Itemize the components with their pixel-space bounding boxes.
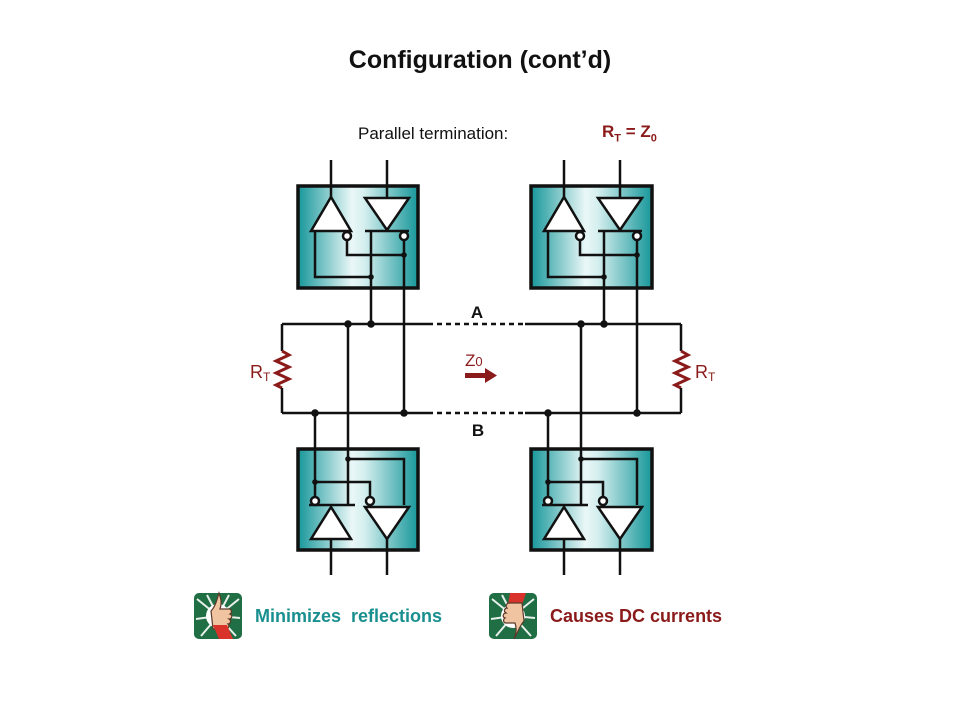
rt-right-label: RT	[695, 362, 716, 384]
resistor-right: RT	[671, 324, 716, 413]
formula-eq: =	[621, 122, 641, 141]
con-item: Causes DC currents	[488, 592, 722, 640]
con-text: Causes DC currents	[550, 605, 723, 626]
formula-rt: R	[602, 122, 615, 141]
transceiver-top-right	[529, 160, 654, 413]
formula-z0: Z	[640, 122, 651, 141]
driver-triangle	[362, 196, 412, 233]
resistor-left: RT	[250, 324, 293, 413]
resistor-zigzag-icon	[671, 349, 692, 390]
driver-triangle	[595, 196, 645, 233]
pro-item: Minimizes reflections	[193, 591, 443, 640]
driver-triangle	[595, 505, 645, 542]
resistor-zigzag-icon	[272, 349, 293, 390]
transceiver-top-left	[296, 160, 420, 413]
bus-junctions	[311, 320, 641, 417]
formula-z0-sub: 0	[650, 132, 657, 145]
slide-title: Configuration (cont’d)	[348, 46, 612, 74]
thumbs-down-icon	[489, 593, 537, 640]
thumbs-up-icon	[194, 591, 242, 639]
transceiver-bottom-left	[296, 324, 420, 575]
transceiver-bottom-right	[529, 324, 654, 575]
receiver-triangle	[541, 194, 587, 233]
arrow-right-icon	[465, 368, 497, 383]
z0-label: Z0	[465, 351, 483, 370]
bus-a-label: A	[471, 303, 483, 322]
bus-b-label: B	[472, 421, 484, 440]
subtitle: Parallel termination:	[358, 124, 509, 143]
formula-rt-sub: T	[614, 132, 622, 145]
termination-formula: RT = Z0	[602, 122, 657, 144]
rt-left-label: RT	[250, 362, 271, 384]
driver-triangle	[362, 505, 412, 542]
receiver-triangle	[308, 194, 354, 233]
pro-text: Minimizes reflections	[255, 605, 443, 626]
